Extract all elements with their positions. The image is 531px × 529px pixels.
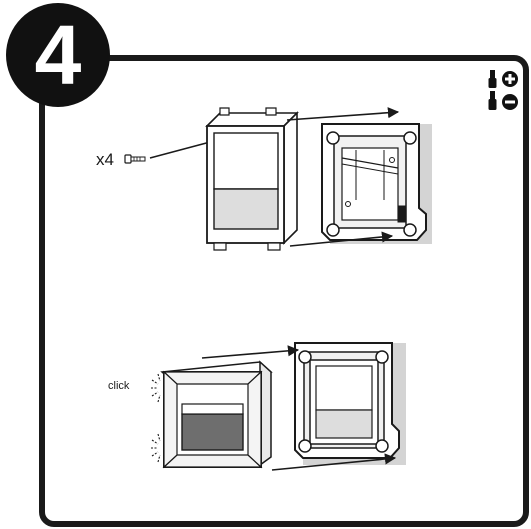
screwdriver-plus-icon — [488, 70, 518, 88]
click-spark-icon-lower — [151, 433, 161, 463]
bracket-top-arrow — [286, 107, 400, 121]
cover-bottom-arrow — [271, 453, 397, 471]
click-label: click — [108, 380, 130, 392]
light-cover — [160, 360, 273, 469]
assembled-wall-plate — [294, 342, 400, 459]
cover-top-arrow — [201, 345, 300, 359]
step-badge: 4 — [6, 3, 110, 107]
screw-count-label: x4 — [96, 150, 114, 169]
step-number: 4 — [35, 8, 82, 102]
screwdriver-minus-icon — [488, 91, 518, 110]
click-spark-icon — [151, 373, 161, 403]
mounting-bracket — [205, 107, 299, 251]
step-badge-circle — [6, 3, 110, 107]
wall-plate — [321, 123, 427, 241]
bracket-bottom-arrow — [289, 231, 394, 247]
screw-icon — [124, 154, 146, 164]
